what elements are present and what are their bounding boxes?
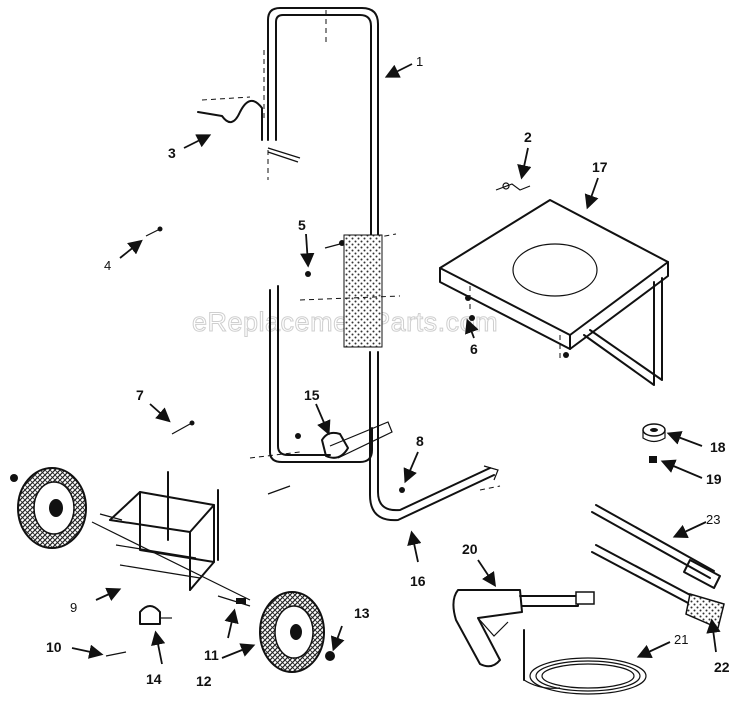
callout-3: 3 bbox=[168, 145, 176, 161]
callout-4: 4 bbox=[104, 258, 111, 273]
callout-arrows bbox=[71, 63, 721, 665]
cord-clip-part-2 bbox=[495, 182, 531, 191]
bolt-part-4 bbox=[145, 226, 163, 237]
callout-5: 5 bbox=[298, 217, 306, 233]
wheel-right-part-12 bbox=[259, 591, 325, 673]
callout-23: 23 bbox=[706, 512, 720, 527]
callout-labels: 1 2 3 4 5 6 7 8 9 10 11 12 13 14 15 16 1… bbox=[46, 54, 730, 689]
callout-17: 17 bbox=[592, 159, 608, 175]
cord-hook-part bbox=[197, 96, 301, 180]
rubber-foot-part-18 bbox=[642, 423, 666, 443]
handle-frame-part bbox=[263, 7, 379, 346]
callout-9: 9 bbox=[70, 600, 77, 615]
hub-cap-part-13 bbox=[325, 651, 335, 661]
callout-8: 8 bbox=[416, 433, 424, 449]
callout-14: 14 bbox=[146, 671, 162, 687]
callout-10: 10 bbox=[46, 639, 62, 655]
screw-part-19 bbox=[649, 456, 657, 463]
hose-part-21 bbox=[523, 629, 647, 695]
callout-1: 1 bbox=[416, 54, 423, 69]
callout-19: 19 bbox=[706, 471, 722, 487]
platform-part-17 bbox=[439, 199, 669, 386]
lower-handle-part-16 bbox=[267, 351, 501, 522]
axle-part-11 bbox=[217, 595, 251, 607]
bolt-part-7 bbox=[171, 420, 195, 435]
callout-16: 16 bbox=[410, 573, 426, 589]
callout-12: 12 bbox=[196, 673, 212, 689]
callout-11: 11 bbox=[204, 647, 219, 663]
strap-part-14 bbox=[139, 605, 172, 625]
wheel-left-part bbox=[10, 467, 87, 549]
callout-22: 22 bbox=[714, 659, 730, 675]
callout-18: 18 bbox=[710, 439, 726, 455]
lower-frame-part bbox=[249, 285, 393, 463]
bolt-part-10 bbox=[105, 651, 127, 657]
nozzle-wand-part-22 bbox=[591, 544, 725, 630]
callout-15: 15 bbox=[304, 387, 320, 403]
callout-6: 6 bbox=[470, 341, 478, 357]
basket-part-9 bbox=[91, 471, 251, 601]
callout-20: 20 bbox=[462, 541, 478, 557]
callout-2: 2 bbox=[524, 129, 532, 145]
wand-part-23 bbox=[591, 504, 721, 589]
callout-7: 7 bbox=[136, 387, 144, 403]
spray-gun-part-20 bbox=[452, 589, 595, 668]
callout-21: 21 bbox=[674, 632, 688, 647]
handle-grip bbox=[343, 234, 383, 348]
callout-13: 13 bbox=[354, 605, 370, 621]
